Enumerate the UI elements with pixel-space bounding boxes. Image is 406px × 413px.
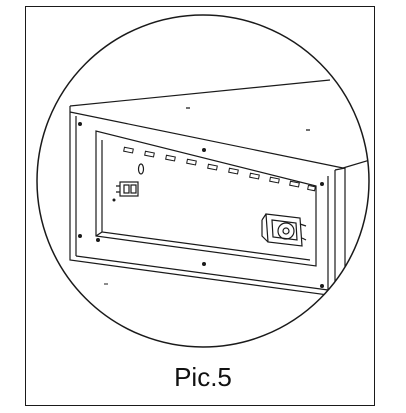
screw-dots (78, 122, 324, 288)
lid-side-edge (342, 159, 369, 169)
inner-recess (95, 130, 317, 267)
breaker-switch (261, 213, 307, 247)
terminal-connector (116, 181, 139, 197)
figure-caption: Pic.5 (174, 362, 232, 392)
front-flange (69, 112, 336, 297)
lid-front-edge (69, 111, 344, 169)
knockout-oval (137, 163, 145, 175)
magnifier-circle (36, 14, 370, 348)
enclosure-panel (69, 79, 369, 297)
lid-back-edge (69, 79, 331, 107)
vent-slots (123, 146, 316, 192)
